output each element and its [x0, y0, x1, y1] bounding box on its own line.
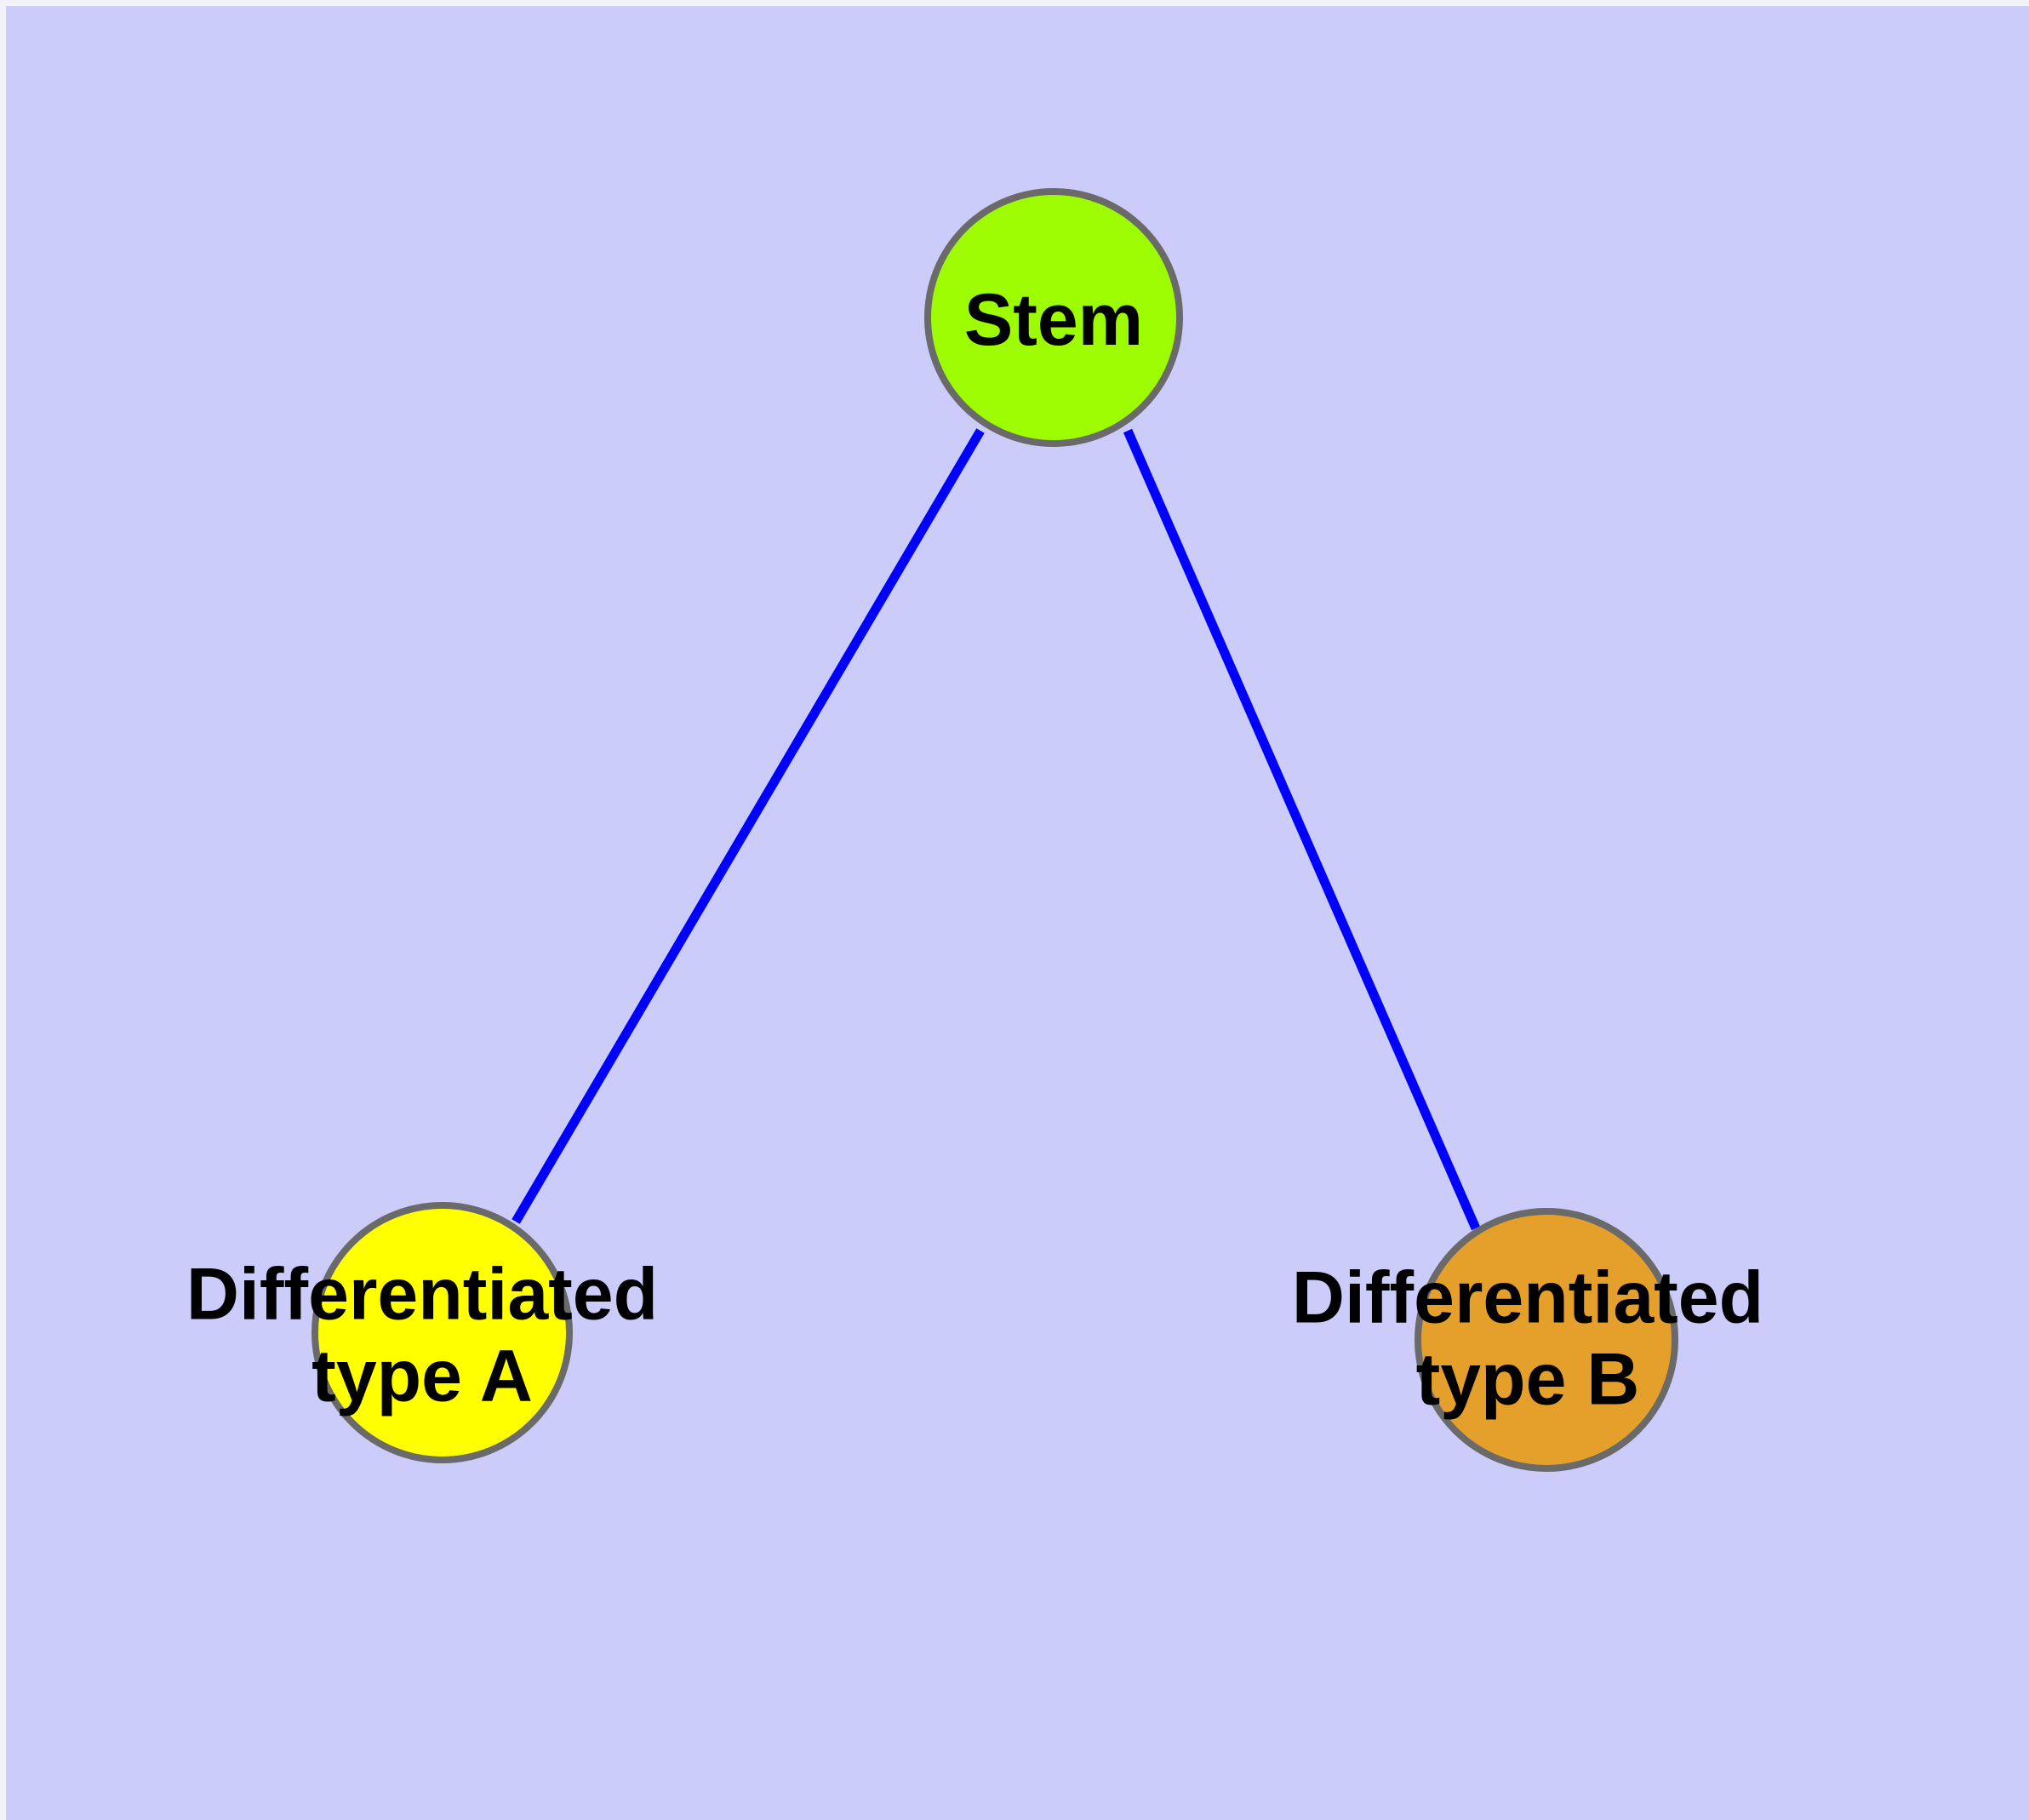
node-differentiated-type-b[interactable]	[1415, 1208, 1678, 1472]
edge-stem-to-differentiated-type-a	[512, 428, 985, 1224]
edge-stem-to-differentiated-type-b	[1123, 428, 1481, 1231]
node-stem[interactable]	[924, 188, 1183, 447]
node-differentiated-type-a[interactable]	[311, 1202, 573, 1463]
